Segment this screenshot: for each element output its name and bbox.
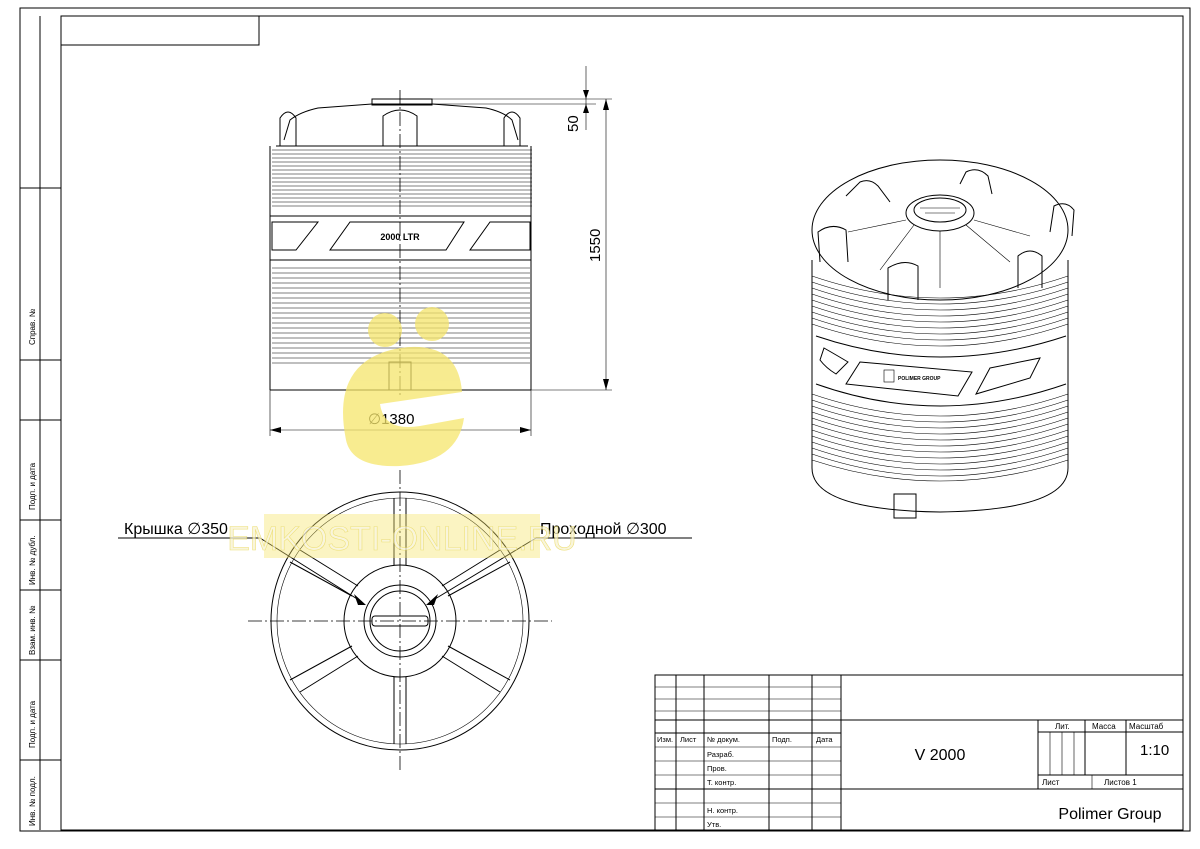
col-header-sheet: Лист <box>680 735 697 744</box>
side-label-ref: Справ. № <box>28 308 37 345</box>
title-block: Изм. Лист № докум. Подп. Дата Разраб. Пр… <box>654 674 1184 831</box>
lid-label: Крышка ∅350 <box>124 521 228 538</box>
dim-height: 1550 <box>587 229 604 262</box>
side-label-sign-1: Подп. и дата <box>28 462 37 510</box>
row-tech-control: Т. контр. <box>707 778 736 787</box>
row-checked: Пров. <box>707 764 727 773</box>
cell-lit: Лит. <box>1055 722 1070 731</box>
iso-outlet-box <box>893 493 917 519</box>
col-header-change: Изм. <box>657 735 673 744</box>
manhole-label: Проходной ∅300 <box>540 521 667 538</box>
watermark-text: EMKOSTI-ONLINE.RU <box>227 520 576 558</box>
row-approved: Утв. <box>707 820 721 829</box>
radial-ribs <box>289 498 511 744</box>
watermark: EMKOSTI-ONLINE.RU <box>227 307 577 558</box>
row-norm-control: Н. контр. <box>707 806 738 815</box>
cell-mass: Масса <box>1092 722 1116 731</box>
dim-top-offset: 50 <box>565 115 582 132</box>
tank-capacity-label: 2000 LTR <box>380 232 420 242</box>
corner-stamp-box <box>60 15 260 46</box>
cell-sheet: Лист <box>1042 778 1060 787</box>
drawing-designation: V 2000 <box>915 747 966 764</box>
side-label-inv-dup: Инв. № дубл. <box>28 535 37 585</box>
col-header-sign: Подп. <box>772 735 792 744</box>
lower-ribs <box>272 267 530 364</box>
company-name: Polimer Group <box>1058 806 1161 823</box>
top-view: Крышка ∅350 Проходной ∅300 <box>118 470 692 770</box>
side-label-sign-2: Подп. и дата <box>28 700 37 748</box>
outer-frame <box>19 7 1191 832</box>
isometric-view: POLIMER GROUP <box>811 159 1075 519</box>
iso-lower-ribs <box>811 393 1069 482</box>
cell-scale-label: Масштаб <box>1129 722 1164 731</box>
side-label-inv-orig: Инв. № подл. <box>28 776 37 826</box>
cell-scale-value: 1:10 <box>1140 742 1169 759</box>
col-header-doc: № докум. <box>707 735 740 744</box>
upper-ribs <box>272 149 532 207</box>
side-strip: Справ. № Подп. и дата Инв. № дубл. Взам.… <box>20 16 61 830</box>
cell-sheets: Листов 1 <box>1104 778 1137 787</box>
col-header-date: Дата <box>816 735 833 744</box>
iso-upper-ribs <box>811 275 1069 347</box>
row-developed: Разраб. <box>707 750 734 759</box>
side-label-inv-exch: Взам. инв. № <box>28 605 37 655</box>
inner-frame <box>60 15 1184 831</box>
iso-brand-badge: POLIMER GROUP <box>898 376 941 382</box>
